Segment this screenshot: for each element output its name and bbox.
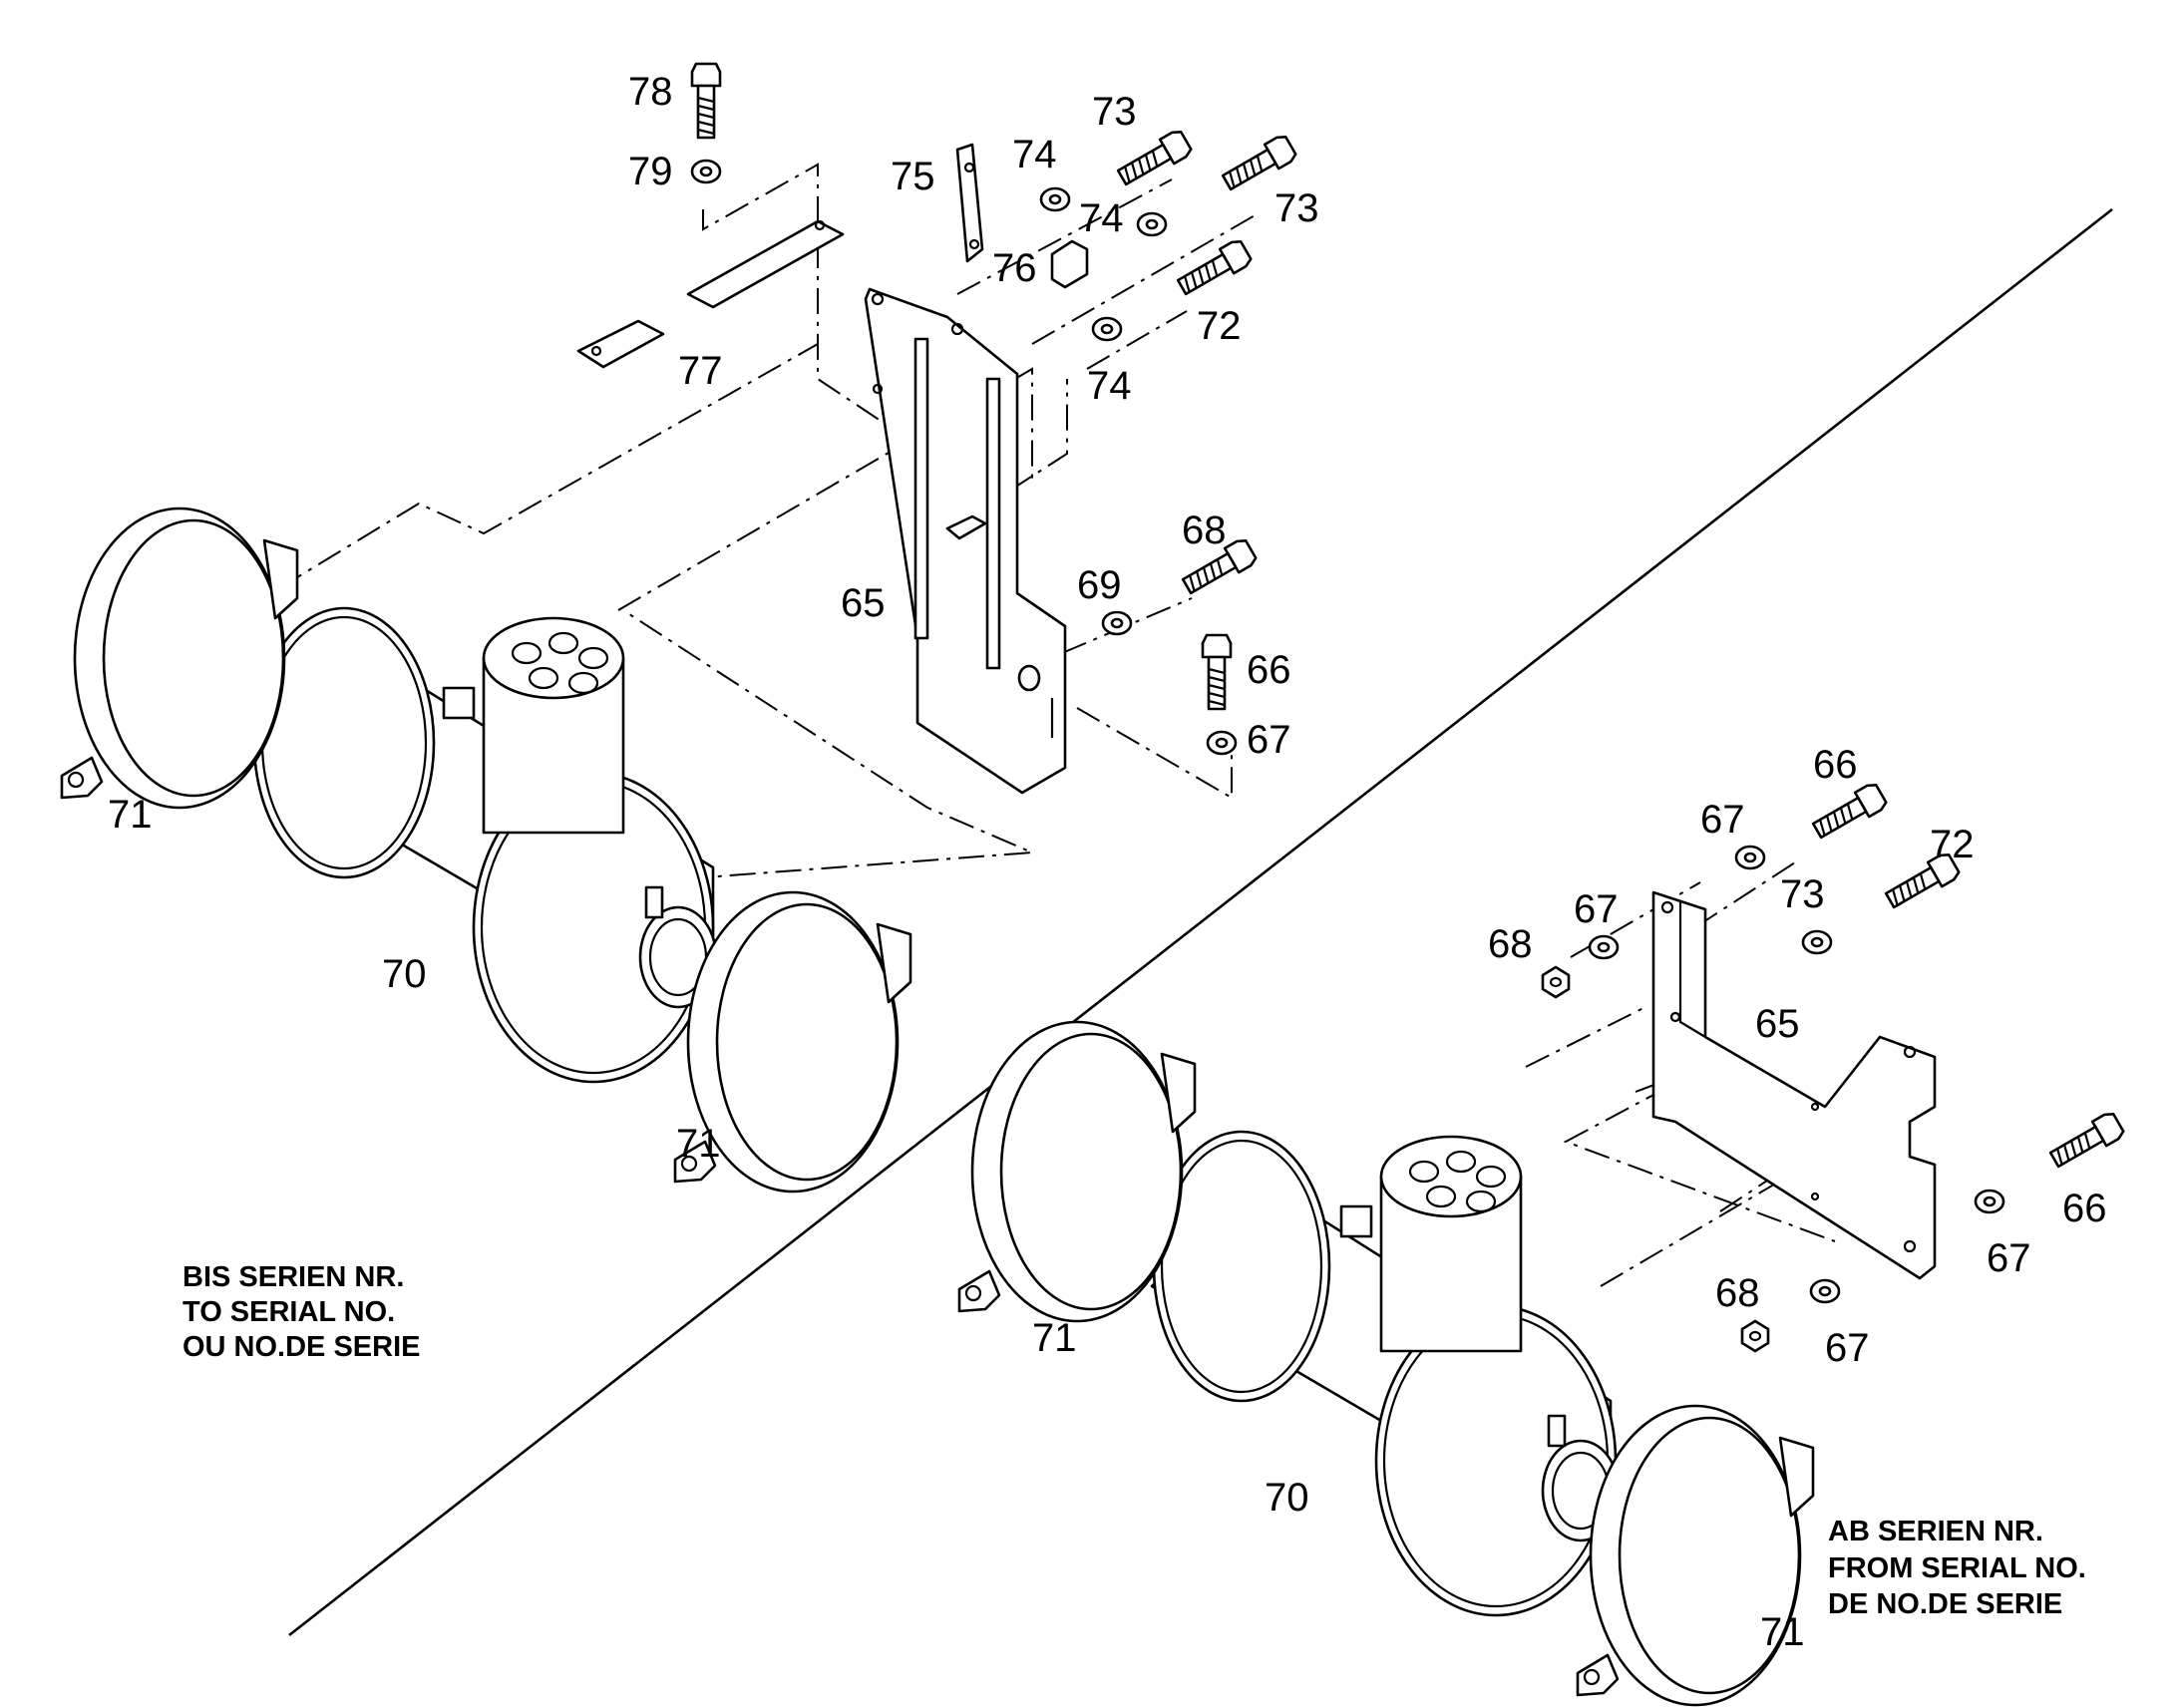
label-71b: 71 [1760,1610,1805,1654]
label-79: 79 [628,150,673,193]
label-71a: 71 [1032,1316,1077,1360]
label-67a: 67 [1700,798,1745,842]
label-66: 66 [1247,648,1291,692]
label-66b: 66 [2062,1187,2107,1230]
label-65: 65 [1755,1002,1800,1046]
label-66a: 66 [1813,743,1858,787]
label-67c: 67 [1987,1236,2031,1280]
label-67b: 67 [1574,887,1619,931]
label-72: 72 [1930,823,1975,866]
label-76: 76 [992,246,1037,290]
label-65: 65 [841,581,886,625]
note-right-line-2: FROM SERIAL NO. [1828,1552,2086,1584]
label-77: 77 [678,349,723,393]
label-75: 75 [891,155,935,198]
note-to-serial: BIS SERIEN NR. TO SERIAL NO. OU NO.DE SE… [182,1261,421,1363]
label-70: 70 [382,952,427,996]
separator-line [288,207,2113,1637]
label-68b: 68 [1715,1271,1760,1315]
right-part-labels: 66 67 72 67 73 68 65 66 67 68 67 71 70 7… [1032,743,2107,1654]
note-from-serial: AB SERIEN NR. FROM SERIAL NO. DE NO.DE S… [1828,1516,2086,1620]
label-67d: 67 [1825,1326,1870,1370]
note-right-line-1: AB SERIEN NR. [1828,1516,2043,1547]
label-74b: 74 [1079,196,1124,240]
label-73: 73 [1780,872,1825,916]
label-67: 67 [1247,718,1291,762]
label-74c: 74 [1087,364,1132,408]
label-68a: 68 [1488,922,1533,966]
left-part-labels: 78 79 75 74 73 73 74 76 72 74 77 68 69 6… [108,70,1319,1166]
label-74a: 74 [1012,133,1057,176]
label-70: 70 [1265,1476,1309,1520]
label-73b: 73 [1274,186,1319,230]
left-assembly [60,62,1299,1194]
label-78: 78 [628,70,673,114]
label-69: 69 [1077,563,1122,607]
label-68: 68 [1182,509,1227,552]
note-left-line-3: OU NO.DE SERIE [182,1331,421,1363]
label-72: 72 [1197,304,1242,348]
note-left-line-2: TO SERIAL NO. [182,1296,395,1328]
label-71b: 71 [676,1122,721,1166]
label-73a: 73 [1092,90,1137,134]
note-left-line-1: BIS SERIEN NR. [182,1261,404,1293]
note-right-line-3: DE NO.DE SERIE [1828,1588,2062,1620]
label-71a: 71 [108,793,153,837]
right-assembly [957,780,2127,1707]
